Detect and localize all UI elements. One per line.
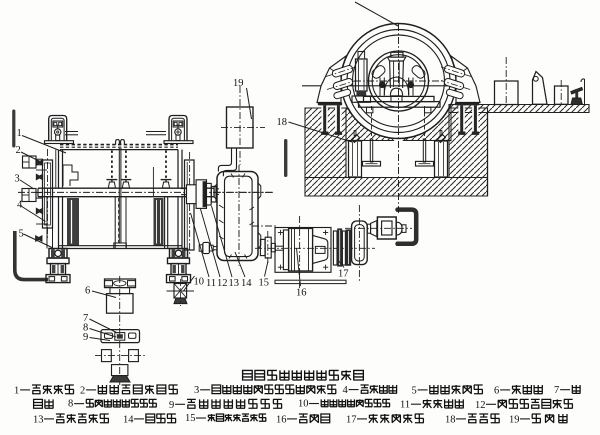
svg-text:2: 2 (80, 385, 85, 396)
svg-text:4: 4 (343, 385, 349, 396)
svg-text:17: 17 (338, 269, 349, 280)
svg-text:12: 12 (217, 278, 228, 289)
svg-text:18: 18 (277, 117, 288, 128)
svg-text:1: 1 (17, 128, 22, 139)
svg-text:3: 3 (194, 385, 199, 396)
svg-text:12: 12 (475, 400, 486, 411)
svg-text:14: 14 (123, 414, 134, 425)
svg-text:15: 15 (185, 413, 196, 424)
svg-text:3: 3 (15, 174, 20, 185)
svg-text:10: 10 (298, 398, 309, 409)
svg-text:1: 1 (14, 385, 19, 396)
svg-text:13: 13 (229, 278, 240, 289)
svg-text:15: 15 (259, 278, 270, 289)
svg-text:7: 7 (83, 313, 88, 324)
svg-text:17: 17 (346, 414, 357, 425)
svg-text:11: 11 (400, 400, 410, 411)
svg-text:6: 6 (85, 286, 90, 297)
svg-text:5: 5 (19, 229, 24, 240)
svg-text:13: 13 (33, 414, 44, 425)
svg-text:16: 16 (276, 414, 287, 425)
svg-text:5: 5 (412, 385, 417, 396)
svg-text:14: 14 (241, 278, 252, 289)
svg-text:10: 10 (194, 277, 205, 288)
svg-text:9: 9 (83, 332, 88, 343)
svg-text:18: 18 (445, 414, 456, 425)
svg-text:11: 11 (206, 278, 216, 289)
svg-text:16: 16 (296, 288, 307, 299)
svg-text:6: 6 (494, 385, 499, 396)
svg-text:19: 19 (509, 414, 520, 425)
svg-text:8: 8 (83, 323, 88, 334)
svg-text:8: 8 (68, 399, 73, 410)
svg-text:2: 2 (16, 145, 21, 156)
svg-text:9: 9 (169, 400, 174, 411)
svg-text:4: 4 (17, 200, 23, 211)
svg-text:7: 7 (554, 385, 559, 396)
svg-text:19: 19 (233, 78, 244, 89)
